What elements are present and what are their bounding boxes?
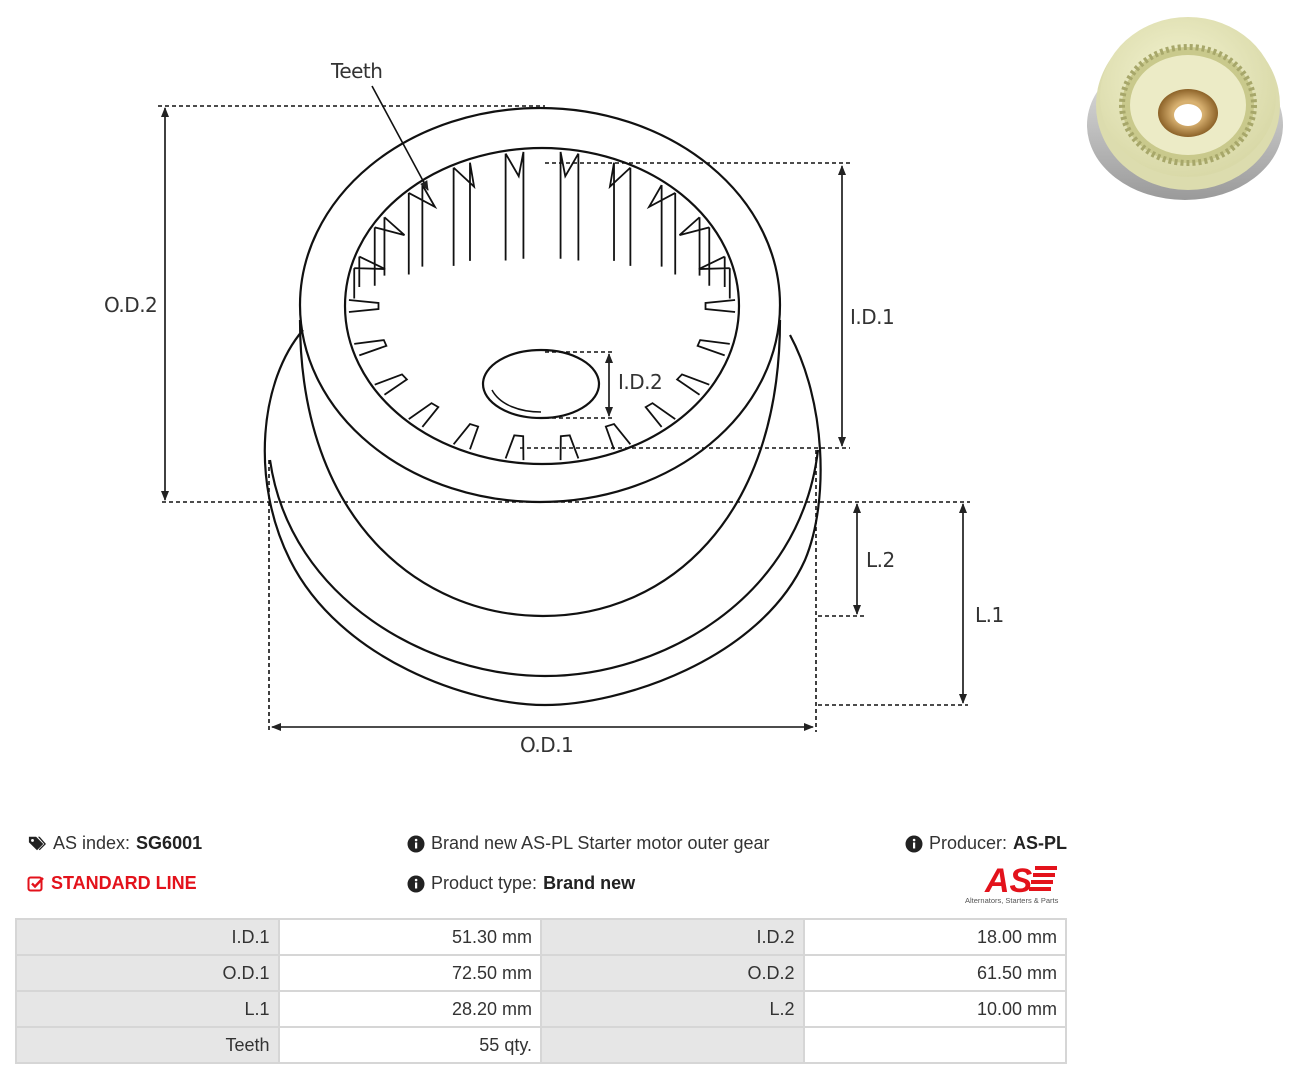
gear-tooth: [559, 434, 580, 461]
id2-label: I.D.2: [618, 370, 662, 394]
body-lower-edge: [298, 319, 782, 618]
gear-tooth: [452, 162, 476, 266]
spec-value: 55 qty.: [277, 1026, 542, 1064]
info-icon: [407, 835, 425, 852]
gear-tooth: [354, 339, 388, 357]
product-photo: [1087, 17, 1283, 200]
standard-line-badge: STANDARD LINE: [27, 873, 197, 894]
teeth-leader: [371, 85, 429, 191]
spec-value: 28.20 mm: [277, 990, 542, 1028]
spec-label: O.D.2: [540, 954, 805, 992]
gear-tooth: [604, 423, 632, 450]
logo-tagline: Alternators, Starters & Parts: [965, 896, 1059, 905]
standard-line-text: STANDARD LINE: [51, 873, 197, 893]
od2-label: O.D.2: [104, 293, 157, 317]
gear-tooth: [696, 339, 730, 357]
as-index: AS index: SG6001: [27, 833, 202, 854]
gear-tooth: [452, 423, 480, 450]
tags-icon: [28, 836, 46, 850]
check-square-icon: [27, 876, 44, 891]
svg-text:AS: AS: [984, 862, 1033, 896]
gear-tooth: [407, 184, 438, 275]
product-type-value: Brand new: [543, 873, 636, 893]
product-type-label: Product type:: [431, 873, 538, 893]
gear-tooth: [559, 151, 580, 261]
outer-rim: [298, 106, 782, 504]
as-index-label: AS index:: [53, 833, 131, 853]
info-icon: [905, 835, 923, 852]
l2-label: L.2: [866, 548, 895, 572]
gear-tooth: [504, 151, 525, 261]
l1-label: L.1: [975, 603, 1004, 627]
gear-tooth: [608, 162, 632, 266]
gear-tooth: [644, 402, 676, 428]
gear-tooth: [374, 373, 409, 396]
as-logo-mark: AS: [984, 862, 1057, 900]
spec-label: [540, 1026, 805, 1064]
spec-value: 51.30 mm: [277, 918, 542, 956]
spec-value: 61.50 mm: [802, 954, 1067, 992]
gear-tooth: [698, 255, 731, 299]
spec-label: Teeth: [15, 1026, 280, 1064]
gear-tooth: [353, 255, 386, 299]
spec-label: L.1: [15, 990, 280, 1028]
flange-outline: [263, 329, 822, 707]
gear-tooth: [678, 216, 711, 286]
gear-tooth: [348, 299, 380, 313]
teeth-label: Teeth: [330, 59, 382, 83]
gear-tooth: [704, 299, 736, 313]
producer: Producer: AS-PL: [905, 833, 1067, 854]
product-type: Product type: Brand new: [407, 873, 635, 894]
gear-technical-drawing: Teeth O.D.2 I.D.1 I.D.2 L.2 L.1 O.D.1: [104, 59, 1004, 757]
gear-tooth: [675, 373, 710, 396]
center-hole: [481, 348, 601, 420]
gear-tooth: [373, 216, 406, 286]
as-pl-logo: AS Alternators, Starters & Parts: [965, 862, 1070, 908]
spec-label: L.2: [540, 990, 805, 1028]
od1-label: O.D.1: [520, 733, 573, 757]
spec-value: 18.00 mm: [802, 918, 1067, 956]
spec-label: O.D.1: [15, 954, 280, 992]
inner-teeth: [348, 151, 736, 461]
producer-label: Producer:: [929, 833, 1008, 853]
inner-ring: [343, 146, 741, 466]
spec-value: [802, 1026, 1067, 1064]
as-index-value: SG6001: [136, 833, 203, 853]
gear-tooth: [408, 402, 440, 428]
spec-label: I.D.2: [540, 918, 805, 956]
flange-inner-edge: [268, 449, 820, 678]
spec-value: 10.00 mm: [802, 990, 1067, 1028]
description-text: Brand new AS-PL Starter motor outer gear: [431, 833, 770, 853]
description: Brand new AS-PL Starter motor outer gear: [407, 833, 770, 854]
producer-value: AS-PL: [1013, 833, 1068, 853]
gear-tooth: [646, 184, 677, 275]
info-icon: [407, 875, 425, 892]
id1-label: I.D.1: [850, 305, 894, 329]
spec-value: 72.50 mm: [277, 954, 542, 992]
spec-label: I.D.1: [15, 918, 280, 956]
